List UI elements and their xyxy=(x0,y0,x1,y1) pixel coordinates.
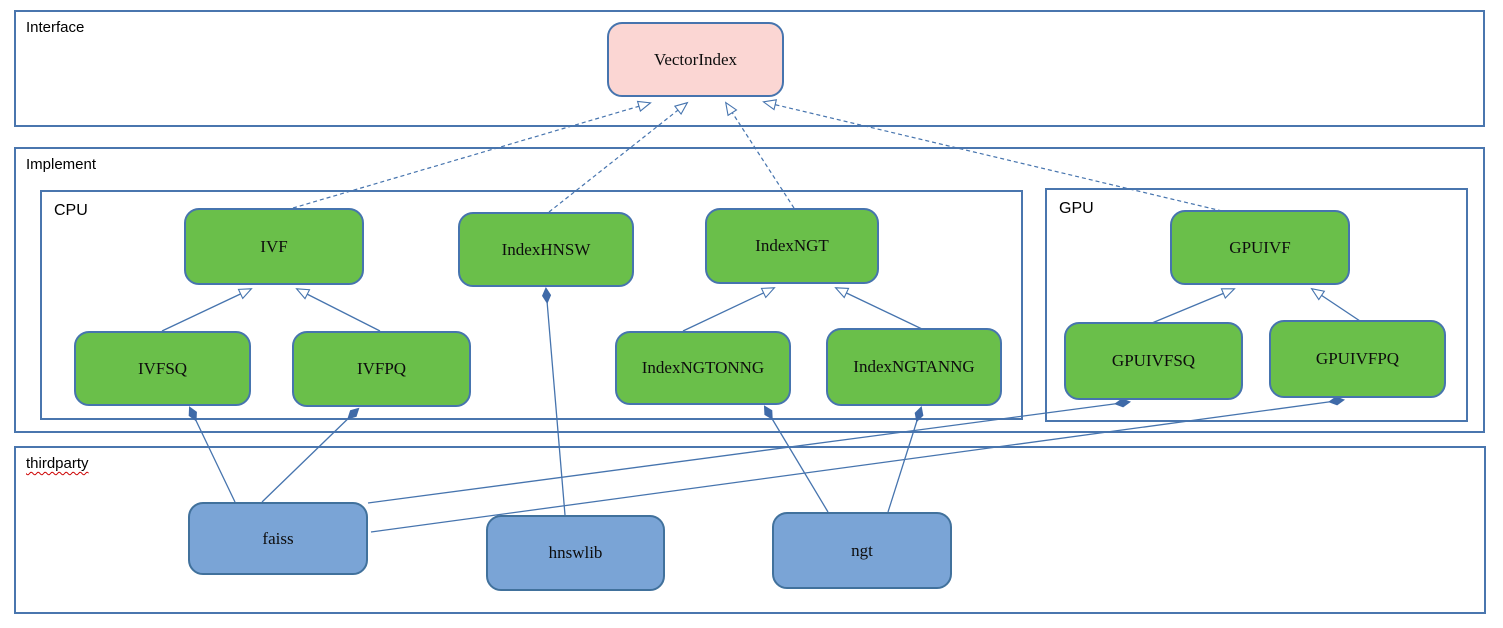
node-ivfsq[interactable]: IVFSQ xyxy=(74,331,251,406)
node-ivf-label: IVF xyxy=(260,236,288,256)
node-gpuivfpq[interactable]: GPUIVFPQ xyxy=(1269,320,1446,398)
node-hnswlib[interactable]: hnswlib xyxy=(486,515,665,591)
node-indexhnsw[interactable]: IndexHNSW xyxy=(458,212,634,287)
node-indexngtonng[interactable]: IndexNGTONNG xyxy=(615,331,791,405)
node-vectorindex[interactable]: VectorIndex xyxy=(607,22,784,97)
node-ivfsq-label: IVFSQ xyxy=(137,358,188,378)
section-implement-label: Implement xyxy=(26,156,97,173)
section-thirdparty-label: thirdparty xyxy=(26,455,89,472)
node-ngt[interactable]: ngt xyxy=(772,512,952,589)
section-cpu[interactable]: CPU xyxy=(40,190,1023,420)
node-hnswlib-label: hnswlib xyxy=(548,543,603,562)
composition-edges xyxy=(190,289,1343,533)
node-gpuivfsq[interactable]: GPUIVFSQ xyxy=(1064,322,1243,400)
section-interface-label: Interface xyxy=(26,19,85,36)
node-ngt-label: ngt xyxy=(851,540,873,560)
node-indexngt[interactable]: IndexNGT xyxy=(705,208,879,284)
node-gpuivfsq-label: GPUIVFSQ xyxy=(1111,351,1196,370)
section-implement[interactable]: Implement xyxy=(14,147,1485,433)
section-gpu[interactable]: GPU xyxy=(1045,188,1468,422)
node-indexngt-label: IndexNGT xyxy=(755,236,829,255)
node-indexngtonng-label: IndexNGTONNG xyxy=(641,358,765,377)
node-indexngtanng-label: IndexNGTANNG xyxy=(853,357,975,376)
node-faiss-label: faiss xyxy=(262,528,294,548)
node-ivfpq-label: IVFPQ xyxy=(356,359,407,378)
section-interface[interactable]: Interface xyxy=(14,10,1485,127)
node-ivfpq[interactable]: IVFPQ xyxy=(292,331,471,407)
node-indexhnsw-label: IndexHNSW xyxy=(501,239,591,259)
section-gpu-label: GPU xyxy=(1059,200,1094,217)
node-gpuivfpq-label: GPUIVFPQ xyxy=(1315,349,1400,368)
node-vectorindex-label: VectorIndex xyxy=(653,49,738,69)
realization-edges xyxy=(292,99,1223,213)
node-faiss[interactable]: faiss xyxy=(188,502,368,575)
node-gpuivf-label: GPUIVF xyxy=(1229,237,1291,257)
inheritance-edges xyxy=(161,287,1361,332)
node-ivf[interactable]: IVF xyxy=(184,208,364,285)
node-indexngtanng[interactable]: IndexNGTANNG xyxy=(826,328,1002,406)
section-thirdparty[interactable]: thirdparty xyxy=(14,446,1486,614)
section-cpu-label: CPU xyxy=(54,202,88,219)
node-gpuivf[interactable]: GPUIVF xyxy=(1170,210,1350,285)
